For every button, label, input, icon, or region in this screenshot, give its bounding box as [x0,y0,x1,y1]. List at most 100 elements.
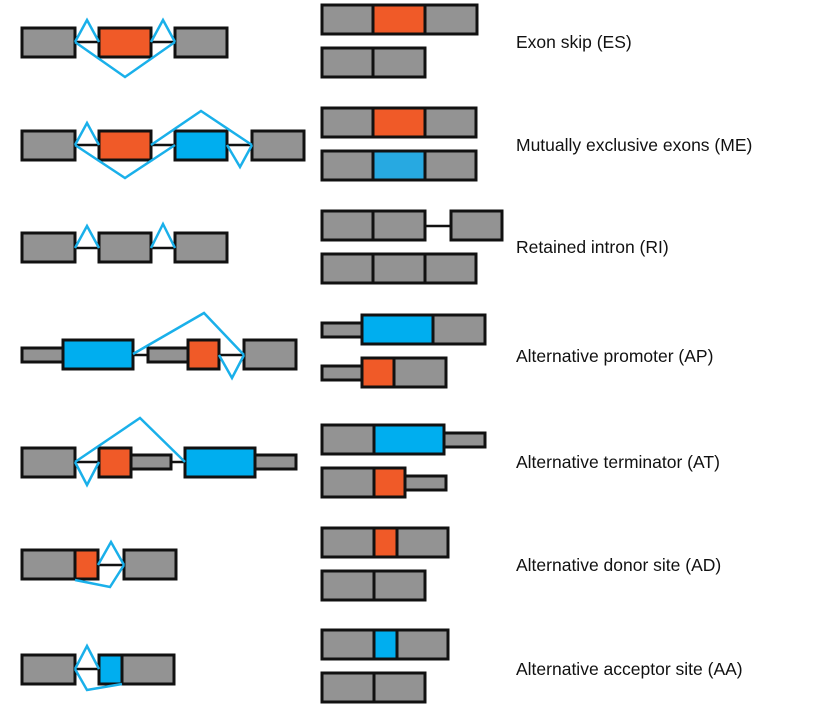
splice-junction [74,416,186,464]
utr-region [126,453,173,471]
constitutive-exon [242,338,298,371]
alternative-first-exon [186,338,221,371]
splice-junction [74,564,126,589]
constitutive-exon [20,26,77,59]
event-label-at: Alternative terminator (AT) [516,452,720,472]
isoform-exon [371,106,427,139]
isoform-exon [431,313,487,346]
utr-region [146,346,192,364]
constitutive-exon [250,129,306,162]
event-label-es: Exon skip (ES) [516,32,632,52]
isoform-exon [360,313,435,346]
constitutive-exon [20,129,77,162]
splice-junction-inclusion [149,17,177,43]
isoform-exon [371,252,427,285]
isoform-utr [439,431,487,449]
splice-junction [132,311,245,356]
splice-junction [149,221,177,249]
event-ri-gene-model [20,221,229,264]
splice-junction [217,354,246,381]
splice-junction [150,109,253,147]
isoform-exon [371,3,427,36]
isoform-exon [372,526,399,559]
isoform-exon [320,209,375,242]
isoform-exon [392,356,448,389]
constitutive-exon [20,653,77,686]
constitutive-exon [20,446,77,479]
alternative-last-exon [97,446,133,479]
splice-junction [73,223,101,249]
event-me-gene-model [20,109,306,180]
isoform-exon [320,569,376,602]
isoform-exon [395,628,450,661]
isoform-exon [320,46,375,79]
event-at-isoforms [320,423,487,499]
splice-junction-inclusion [73,17,101,43]
isoform-exon [449,209,504,242]
isoform-exon [320,3,375,36]
isoform-utr [400,474,448,492]
isoform-exon [320,466,376,499]
splice-junction [74,143,176,180]
isoform-exon [320,106,375,139]
isoform-utr [320,321,367,339]
isoform-exon [423,3,479,36]
isoform-exon [371,209,427,242]
alternative-last-exon [183,446,257,479]
event-es-gene-model [20,17,229,79]
isoform-exon [372,466,407,499]
isoform-exon [372,628,399,661]
event-aa-gene-model [20,643,176,692]
constitutive-exon [173,231,229,264]
isoform-exon [371,46,427,79]
utr-region [20,346,68,364]
splice-junction [225,144,254,170]
event-aa-isoforms [320,628,450,704]
splice-junction-skip [74,40,176,79]
event-ad-gene-model [20,539,178,589]
event-es-isoforms [320,3,479,79]
constitutive-exon [20,231,77,264]
isoform-exon [423,149,478,182]
event-at-gene-model [20,416,298,488]
event-ap-isoforms [320,313,487,389]
constitutive-exon [173,26,229,59]
isoform-exon [371,149,427,182]
isoform-exon [423,106,478,139]
utr-region [250,453,298,471]
splice-junction [73,461,101,488]
event-ad-isoforms [320,526,450,602]
isoform-exon [372,569,427,602]
event-ri-isoforms [320,209,504,285]
isoform-exon [360,356,396,389]
isoform-exon [320,628,376,661]
constitutive-exon [120,653,176,686]
event-label-me: Mutually exclusive exons (ME) [516,135,753,155]
alternative-exon-b [173,129,229,162]
isoform-exon [320,252,375,285]
isoform-exon [395,526,450,559]
isoform-exon [320,423,376,456]
splice-junction [73,668,123,692]
isoform-utr [320,364,367,382]
isoform-exon [320,149,375,182]
alternative-donor-extension [73,548,100,581]
alternative-exon-a [97,129,153,162]
splice-junction [96,539,126,566]
alternative-first-exon [61,338,135,371]
splice-junction [73,643,101,670]
constitutive-exon [97,231,153,264]
alternative-exon [97,26,153,59]
constitutive-exon [122,548,178,581]
isoform-exon [372,423,446,456]
isoform-exon [320,671,376,704]
event-label-aa: Alternative acceptor site (AA) [516,659,743,679]
event-label-ad: Alternative donor site (AD) [516,555,722,575]
constitutive-exon [20,548,77,581]
splice-junction [73,120,101,146]
isoform-exon [423,252,478,285]
event-ap-gene-model [20,311,298,381]
isoform-exon [372,671,427,704]
event-label-ap: Alternative promoter (AP) [516,346,714,366]
